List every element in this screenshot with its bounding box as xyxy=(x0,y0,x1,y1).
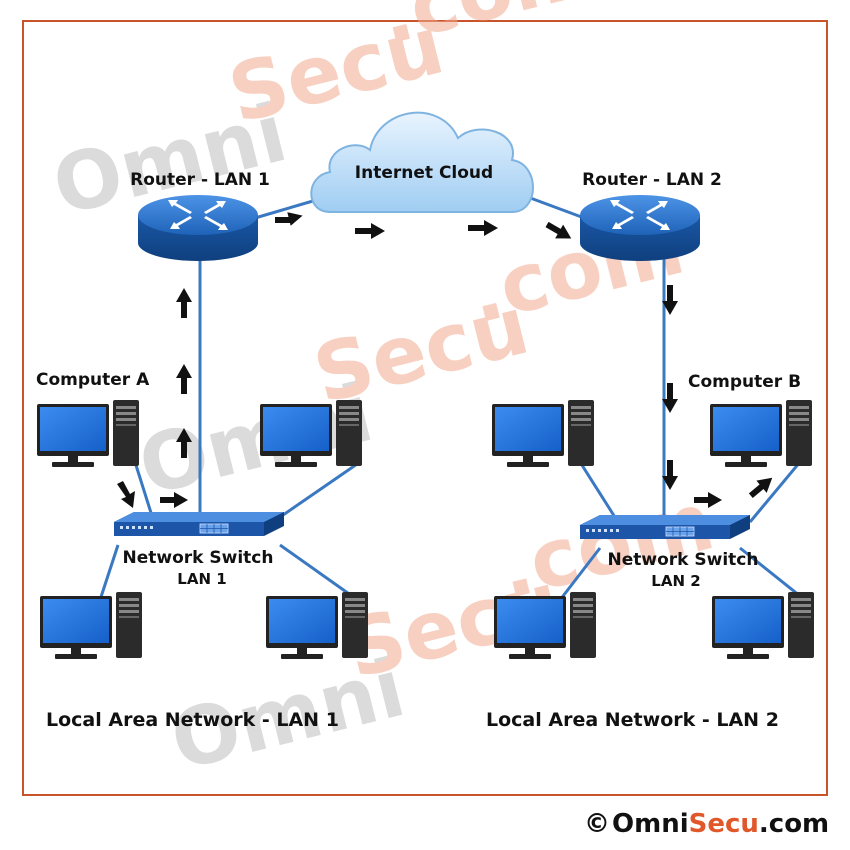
arrow-down-right-icon xyxy=(117,481,135,508)
copyright-text: OmniSecu.com xyxy=(612,809,829,839)
link-computer-b-switch2 xyxy=(748,461,802,523)
arrow-right-icon xyxy=(160,492,188,508)
switch-lan1-subtitle: LAN 1 xyxy=(177,570,226,588)
switch-lan2-subtitle: LAN 2 xyxy=(651,572,700,590)
arrow-up-icon xyxy=(176,428,192,458)
arrow-down-icon xyxy=(662,383,678,413)
switch-lan1-icon xyxy=(113,511,285,537)
switch-lan1-title: Network Switch xyxy=(123,548,274,568)
watermark-com: .com xyxy=(370,0,602,62)
link-pc3-switch1 xyxy=(98,544,120,601)
watermark: Omni Secu .com Omni Secu .com Omni Secu … xyxy=(44,0,722,788)
diagram-frame xyxy=(22,20,828,796)
router-lan2-icon xyxy=(580,195,700,261)
arrow-down-icon xyxy=(662,460,678,490)
arrow-up-right-icon xyxy=(748,477,773,499)
link-pc2-switch1 xyxy=(269,460,361,526)
internet-cloud xyxy=(310,111,534,213)
computer-icon xyxy=(40,592,142,659)
computer-b-icon xyxy=(710,400,812,467)
router-lan1-icon xyxy=(138,195,258,261)
copyright-com: .com xyxy=(759,809,829,839)
arrow-right-icon xyxy=(694,492,722,508)
arrow-right-icon xyxy=(468,220,498,236)
computer-b-label: Computer B xyxy=(688,372,801,392)
computer-icon xyxy=(492,400,594,467)
link-computer-a-switch1 xyxy=(133,461,154,517)
arrow-down-right-icon xyxy=(545,221,572,239)
link-pc5-switch2 xyxy=(578,461,620,523)
link-pc8-switch2 xyxy=(739,546,801,598)
watermark-com-3: .com xyxy=(490,474,722,617)
lan2-caption: Local Area Network - LAN 2 xyxy=(486,709,779,731)
arrow-down-icon xyxy=(662,285,678,315)
switch-lan2-title: Network Switch xyxy=(608,550,759,570)
arrow-up-icon xyxy=(176,364,192,394)
lan1-caption: Local Area Network - LAN 1 xyxy=(46,709,339,731)
copyright-symbol: © xyxy=(584,809,610,839)
computer-icon xyxy=(266,592,368,659)
arrow-right-icon xyxy=(355,223,385,239)
computer-a-label: Computer A xyxy=(36,370,150,390)
data-flow-arrows xyxy=(117,212,773,508)
copyright-omni: Omni xyxy=(612,809,689,839)
internet-cloud-label: Internet Cloud xyxy=(355,163,493,183)
router-lan1-label: Router - LAN 1 xyxy=(130,170,270,190)
link-pc4-switch1 xyxy=(279,543,353,598)
computer-icon xyxy=(712,592,814,659)
computer-a-icon xyxy=(37,400,139,467)
copyright-secu: Secu xyxy=(689,809,759,839)
switch-lan2-icon xyxy=(579,514,751,540)
link-pc7-switch2 xyxy=(558,547,602,601)
copyright-notice: © OmniSecu.com xyxy=(584,809,829,839)
router-lan2-label: Router - LAN 2 xyxy=(582,170,722,190)
arrow-up-icon xyxy=(176,288,192,318)
arrow-right-icon xyxy=(275,212,303,226)
